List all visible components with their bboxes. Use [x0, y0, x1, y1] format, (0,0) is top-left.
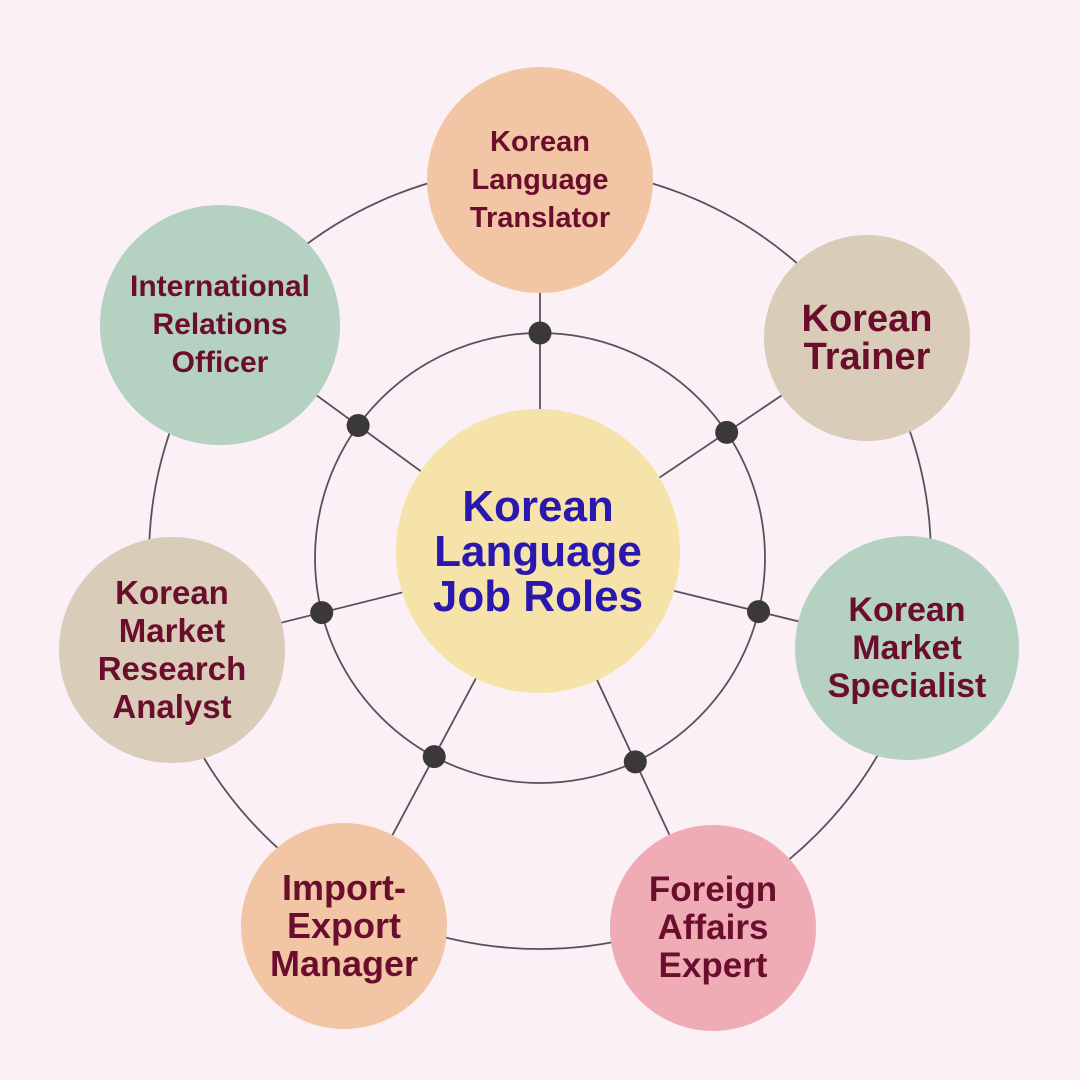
role-node-korean-market-research-analyst-label-line: Analyst [112, 688, 232, 725]
junction-dot-international-relations-officer [346, 414, 370, 438]
role-node-korean-market-specialist-label-line: Market [852, 629, 962, 667]
role-node-import-export-manager-label-line: Manager [269, 943, 419, 984]
junction-dot-korean-language-translator [528, 321, 552, 345]
junction-dot-korean-trainer [715, 420, 739, 444]
role-node-foreign-affairs-expert-label-line: Affairs [657, 908, 769, 947]
role-node-korean-language-translator-label-line: Language [471, 164, 609, 196]
junction-dot-import-export-manager [422, 745, 446, 769]
role-node-foreign-affairs-expert-label-line: Foreign [648, 870, 778, 909]
role-node-import-export-manager-label-line: Import- [282, 867, 406, 908]
hub-node-korean-language-job-roles-label-line: Korean [462, 481, 614, 531]
role-node-korean-trainer-label-line: Korean [801, 298, 933, 340]
junction-dot-korean-market-specialist [747, 600, 771, 624]
hub-node-korean-language-job-roles-label-line: Job Roles [432, 571, 644, 621]
junction-dot-korean-market-research-analyst [310, 601, 334, 625]
role-node-korean-trainer-label-line: Trainer [803, 336, 931, 378]
role-node-korean-language-translator-label-line: Translator [469, 202, 611, 234]
junction-dot-foreign-affairs-expert [623, 750, 647, 774]
role-node-korean-market-specialist-label-line: Korean [848, 591, 966, 629]
role-node-import-export-manager-label-line: Export [286, 905, 401, 946]
role-node-korean-language-translator-label-line: Korean [490, 126, 590, 158]
hub-node-korean-language-job-roles-label-line: Language [434, 526, 642, 576]
role-node-foreign-affairs-expert-label-line: Expert [658, 946, 768, 985]
role-node-international-relations-officer-label-line: Relations [152, 308, 288, 341]
role-node-international-relations-officer-label-line: International [129, 270, 310, 303]
role-node-korean-market-research-analyst-label-line: Market [118, 612, 226, 649]
role-node-korean-market-specialist-label-line: Specialist [827, 667, 987, 705]
role-node-korean-market-research-analyst-label-line: Research [97, 650, 247, 687]
role-node-international-relations-officer-label-line: Officer [171, 346, 269, 379]
role-node-korean-market-research-analyst-label-line: Korean [115, 574, 229, 611]
